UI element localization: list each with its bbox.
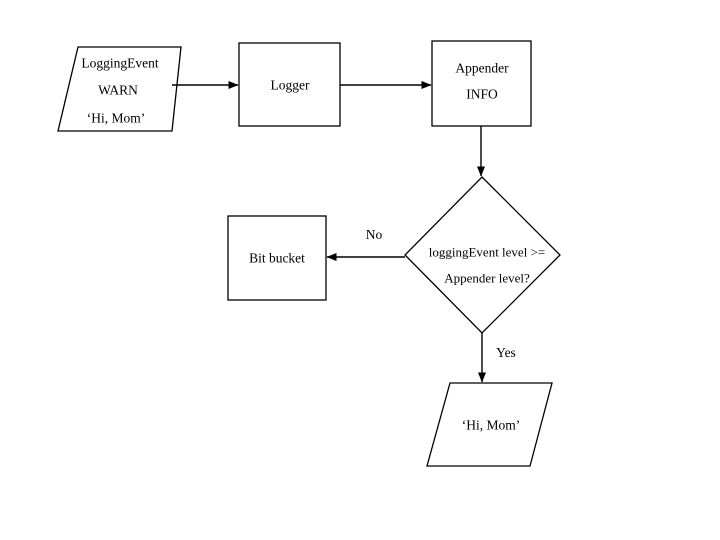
node-decision-line-2: Appender level? — [444, 270, 530, 286]
node-logging-event-line-2: WARN — [98, 82, 138, 98]
node-decision-line-1: loggingEvent level >= — [428, 244, 546, 260]
node-bit-bucket-label: Bit bucket — [249, 250, 305, 266]
node-output-message-shape — [426, 382, 553, 467]
node-logger-label: Logger — [270, 77, 310, 93]
node-appender-line-1: Appender — [455, 60, 509, 76]
node-appender-shape — [431, 40, 532, 127]
node-logging-event-line-3: ‘Hi, Mom’ — [86, 110, 146, 126]
node-appender-line-2: INFO — [466, 86, 498, 102]
node-output-message-label: ‘Hi, Mom’ — [461, 417, 521, 433]
node-logging-event-line-1: LoggingEvent — [81, 55, 159, 71]
node-bit-bucket-shape — [227, 215, 327, 301]
node-logging-event-shape — [57, 46, 182, 132]
edge-label-no: No — [365, 227, 383, 242]
node-logger-shape — [238, 42, 341, 127]
edge-label-yes: Yes — [496, 345, 516, 360]
